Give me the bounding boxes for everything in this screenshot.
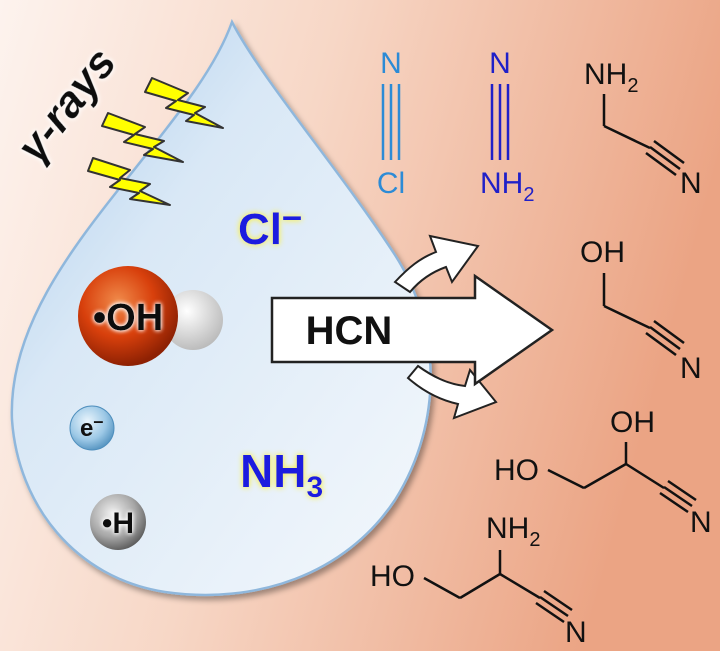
hydrogen-radical: •H [90, 494, 146, 550]
hydrogen-radical-ball [90, 494, 146, 550]
lightning-bolt-icon [101, 112, 184, 163]
hydroxyl-radical: •OH [78, 266, 223, 366]
electron-ball [69, 405, 115, 451]
atom-label: OH [610, 406, 655, 439]
lightning-bolt-icon [87, 157, 171, 206]
cyanogen-chloride-structure: N Cl [377, 47, 405, 200]
water-drop [10, 18, 432, 597]
atom-label: N [489, 47, 511, 80]
atom-label: NH2 [584, 58, 638, 97]
atom-label: N [680, 352, 702, 385]
atom-label: Cl [377, 167, 405, 200]
hydrogen-atom-ball [163, 290, 223, 350]
lightning-bolt-icon [144, 77, 224, 129]
atom-label: HO [370, 560, 415, 593]
aminoacetonitrile-structure: NH2 N [584, 58, 702, 200]
hcn-arrow [270, 273, 555, 387]
atom-label: N [690, 506, 712, 539]
cyanamide-structure: N NH2 [480, 47, 534, 206]
atom-label: HO [494, 454, 539, 487]
atom-label: NH2 [480, 167, 534, 206]
glyceronitrile-structure: OH HO N [494, 406, 712, 539]
serinonitrile-structure: NH2 HO N [370, 512, 587, 649]
atom-label: NH2 [486, 512, 540, 551]
hydroxyl-radical-label: •OH [93, 297, 163, 339]
chloride-ion-label: Cl– [238, 195, 302, 254]
electron-label: e– [80, 411, 103, 442]
upper-product-arrow [393, 234, 480, 294]
hydrogen-radical-label: •H [102, 507, 134, 540]
oxygen-atom-ball [78, 266, 178, 366]
solvated-electron: e– [69, 405, 115, 451]
glycolonitrile-structure: OH N [580, 236, 702, 385]
ammonia-label: NH3 [240, 445, 323, 504]
atom-label: N [380, 47, 402, 80]
atom-label: N [680, 167, 702, 200]
hcn-label: HCN [306, 309, 393, 353]
lightning-bolts [87, 77, 224, 206]
atom-label: OH [580, 236, 625, 269]
atom-label: N [565, 616, 587, 649]
